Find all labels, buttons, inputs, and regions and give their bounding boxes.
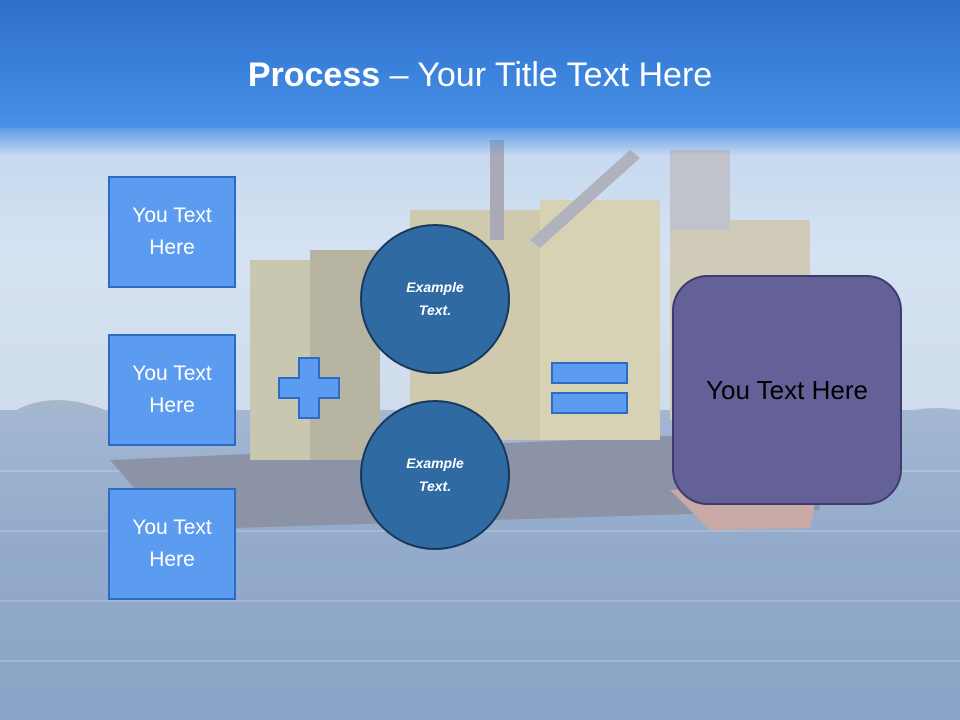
title-bar (0, 0, 960, 128)
text-box-1[interactable]: You Text Here (108, 176, 236, 288)
text-box-3[interactable]: You Text Here (108, 488, 236, 600)
title-bold: Process (247, 56, 381, 94)
circle-2-line1: Example (406, 455, 464, 471)
circle-1-line2: Text. (418, 302, 452, 318)
circle-2-line2: Text. (418, 478, 452, 494)
text-box-2[interactable]: You Text Here (108, 334, 236, 446)
title-rest: – Your Title Text Here (380, 56, 713, 94)
result-box[interactable]: You Text Here (672, 275, 902, 505)
equals-icon (551, 362, 628, 414)
slide-title: Process – Your Title Text Here (0, 52, 960, 98)
circle-1-line1: Example (406, 279, 464, 295)
plus-icon (278, 357, 340, 419)
